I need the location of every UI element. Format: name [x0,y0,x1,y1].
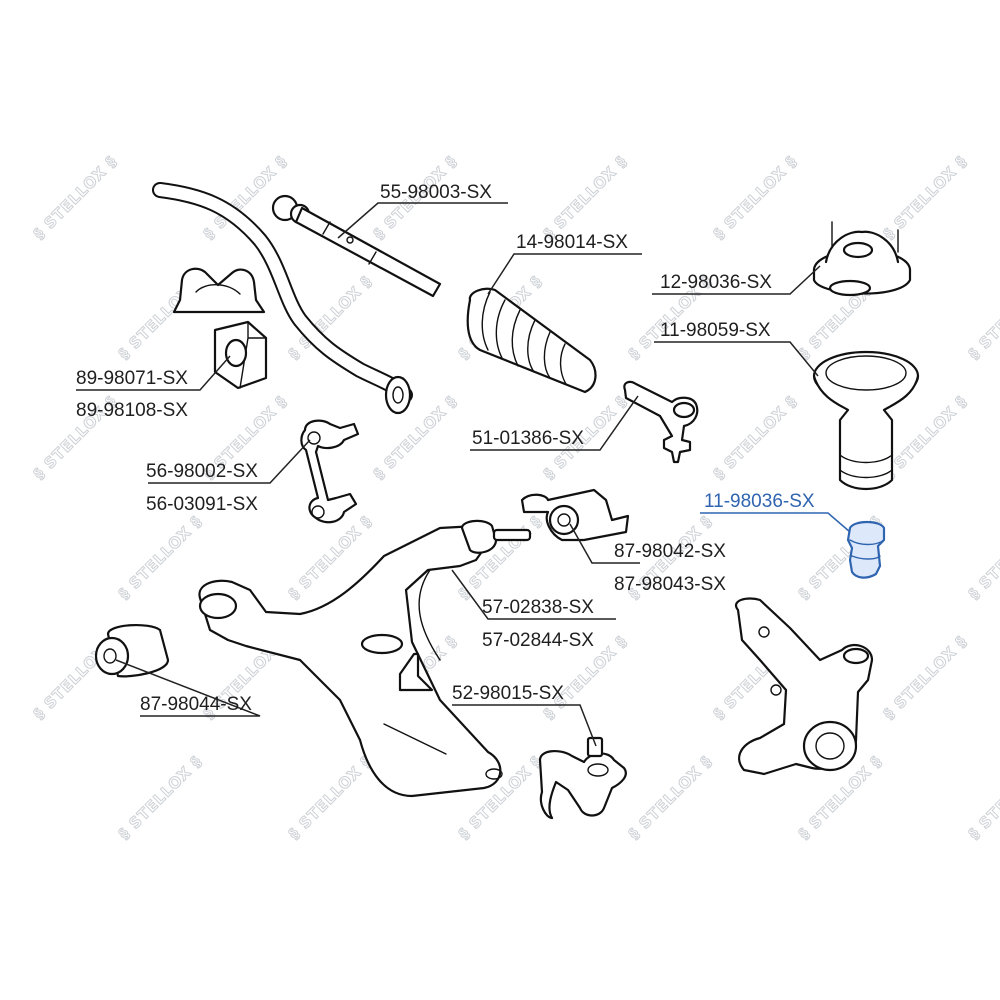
stabilizer-bushing [213,320,268,390]
watermark-text: § STELLOX § [625,752,716,843]
watermark-text: § STELLOX § [965,272,1000,363]
label-tie-rod-end: 51-01386-SX [472,428,584,449]
watermark-text: § STELLOX § [540,152,631,243]
tie-rod-end [623,380,699,464]
watermark-text: § STELLOX § [880,392,971,483]
watermark-text: § STELLOX § [965,512,1000,603]
label-stabilizer-link-1: 56-98002-SX [146,461,258,482]
watermark-text: § STELLOX § [30,152,121,243]
rear-arm-bushing [94,623,170,678]
leader-lines [76,202,851,747]
watermark-text: § STELLOX § [880,152,971,243]
watermark-text: § STELLOX § [285,752,376,843]
label-rear-bushing: 87-98044-SX [140,694,252,715]
label-stabilizer-bushing-2: 89-98108-SX [76,400,188,421]
watermark-text: § STELLOX § [965,752,1000,843]
watermark-text: § STELLOX § [370,392,461,483]
watermark-text: § STELLOX § [710,152,801,243]
stabilizer-bar [152,182,413,415]
strut-mount [812,221,912,297]
label-stabilizer-bushing-1: 89-98071-SX [76,368,188,389]
watermark-text: § STELLOX § [115,512,206,603]
label-arm-bushing-1: 87-98042-SX [614,541,726,562]
bump-stop [846,520,886,579]
dust-boot [812,350,920,491]
label-strut-mount: 12-98036-SX [660,272,772,293]
label-arm-bushing-2: 87-98043-SX [614,574,726,595]
watermark-text: § STELLOX § [880,632,971,723]
label-control-arm-2: 57-02844-SX [482,630,594,651]
watermark-text: § STELLOX § [710,392,801,483]
label-bump-stop: 11-98036-SX [704,491,815,512]
label-ball-joint: 52-98015-SX [452,683,564,704]
steering-knuckle [735,597,874,776]
part-labels: 55-98003-SX 14-98014-SX 12-98036-SX 11-9… [76,182,815,715]
watermark-text: § STELLOX § [115,752,206,843]
front-arm-bushing [520,488,630,542]
label-steering-boot: 14-98014-SX [516,232,628,253]
label-dust-boot: 11-98059-SX [660,320,771,341]
ball-joint [538,736,627,820]
label-tie-rod: 55-98003-SX [380,182,492,203]
label-stabilizer-link-2: 56-03091-SX [146,494,258,515]
steering-rack-boot [466,287,597,394]
inner-tie-rod [271,194,442,298]
lower-control-arm [198,519,532,798]
stabilizer-link [300,419,360,524]
label-control-arm-1: 57-02838-SX [482,597,594,618]
stabilizer-bracket [172,267,266,314]
